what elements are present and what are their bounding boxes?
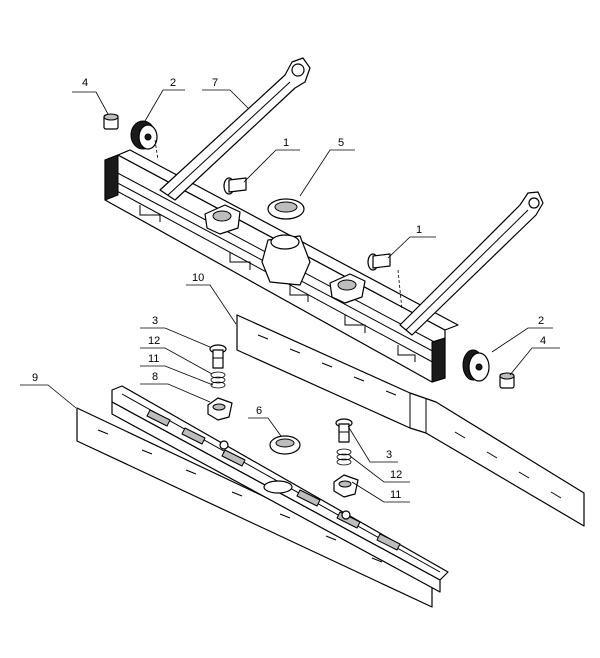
callout-12-right: 12 [390,469,402,481]
callout-11-left: 11 [148,353,159,365]
fastener-stack-left [207,344,233,421]
part-1-pin-right [367,253,403,311]
callout-labels: 4 2 7 1 5 1 10 2 4 3 12 11 8 9 6 3 12 11 [32,77,546,501]
part-2-wheel-right [462,349,490,382]
callout-10: 10 [192,272,204,284]
part-6-ring [269,435,301,455]
callout-8: 8 [152,371,158,383]
part-8-lower-frame [111,385,449,593]
part-4-bolt-right [499,372,515,389]
callout-4-right: 4 [540,335,546,347]
callout-6: 6 [256,405,262,417]
part-2-wheel-left [130,120,159,161]
part-1-pin-left [223,177,247,195]
callout-9: 9 [32,372,38,384]
callout-7: 7 [212,77,218,89]
part-10-rear-blade [236,314,585,527]
callout-12-left: 12 [148,335,160,347]
squeegee-frame [104,57,544,383]
part-5-ring [267,198,305,220]
part-9-front-blade [76,407,433,608]
callout-3-right: 3 [386,449,392,461]
part-4-bolt-left [103,113,119,130]
callout-4-top-left: 4 [82,77,88,89]
callout-1-left: 1 [283,137,289,149]
fastener-stack-right [333,418,359,498]
leader-lines [20,89,560,503]
callout-3-left: 3 [152,315,158,327]
callout-2-right: 2 [538,315,544,327]
callout-2-top-left: 2 [170,77,176,89]
callout-11-right: 11 [390,489,401,501]
callout-1-right: 1 [416,224,422,236]
callout-5: 5 [338,137,344,149]
